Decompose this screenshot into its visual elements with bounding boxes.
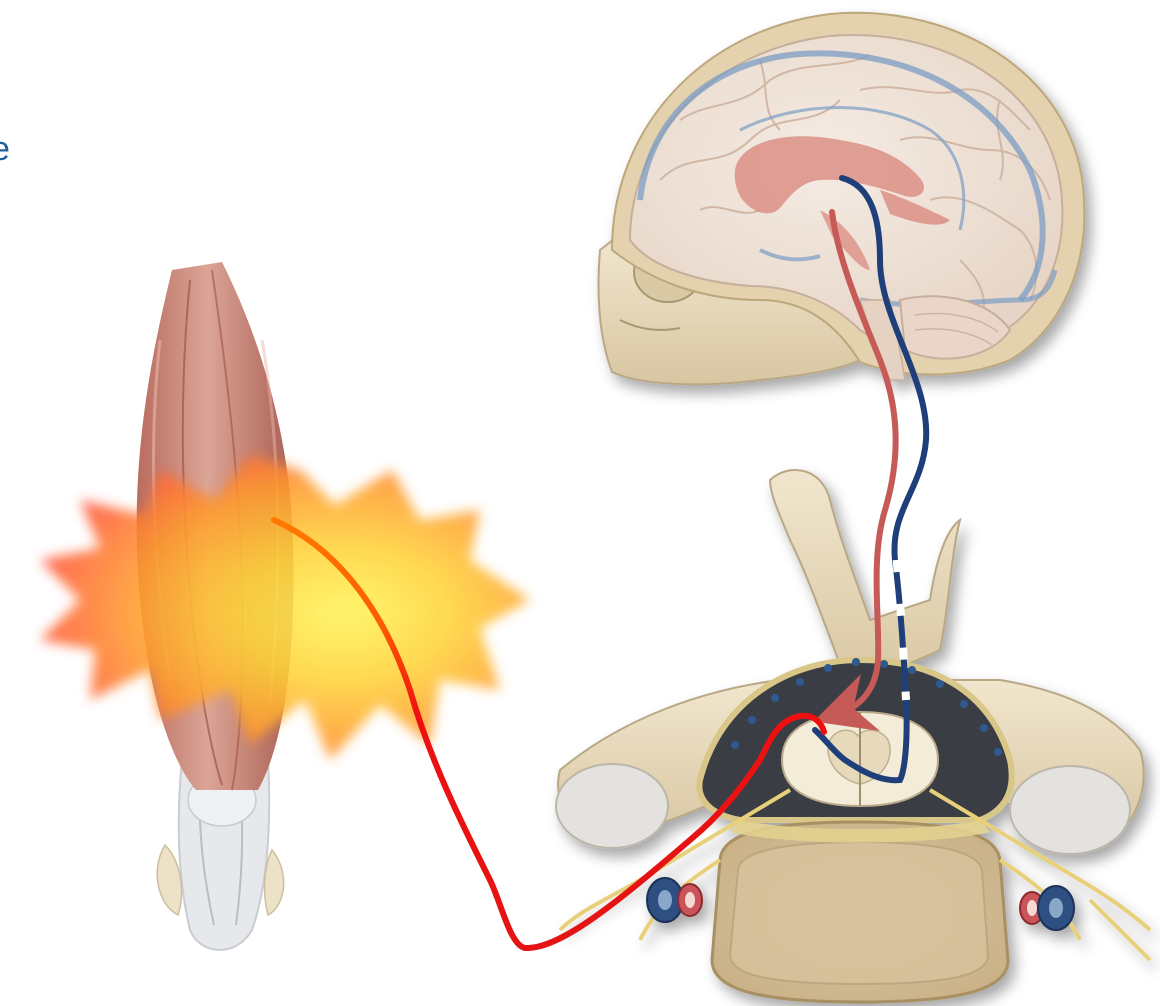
right-vertebral-vessels [1020,886,1074,930]
brain-skull-icon [599,13,1085,385]
right-transverse-facet [1010,766,1130,854]
pain-burst-icon [40,455,530,760]
spinous-process [770,470,960,690]
vertebra-cross-section-icon [556,470,1150,1002]
left-transverse-facet [556,764,668,848]
left-vertebral-vessels [647,878,702,922]
spinal-cord [782,712,938,806]
